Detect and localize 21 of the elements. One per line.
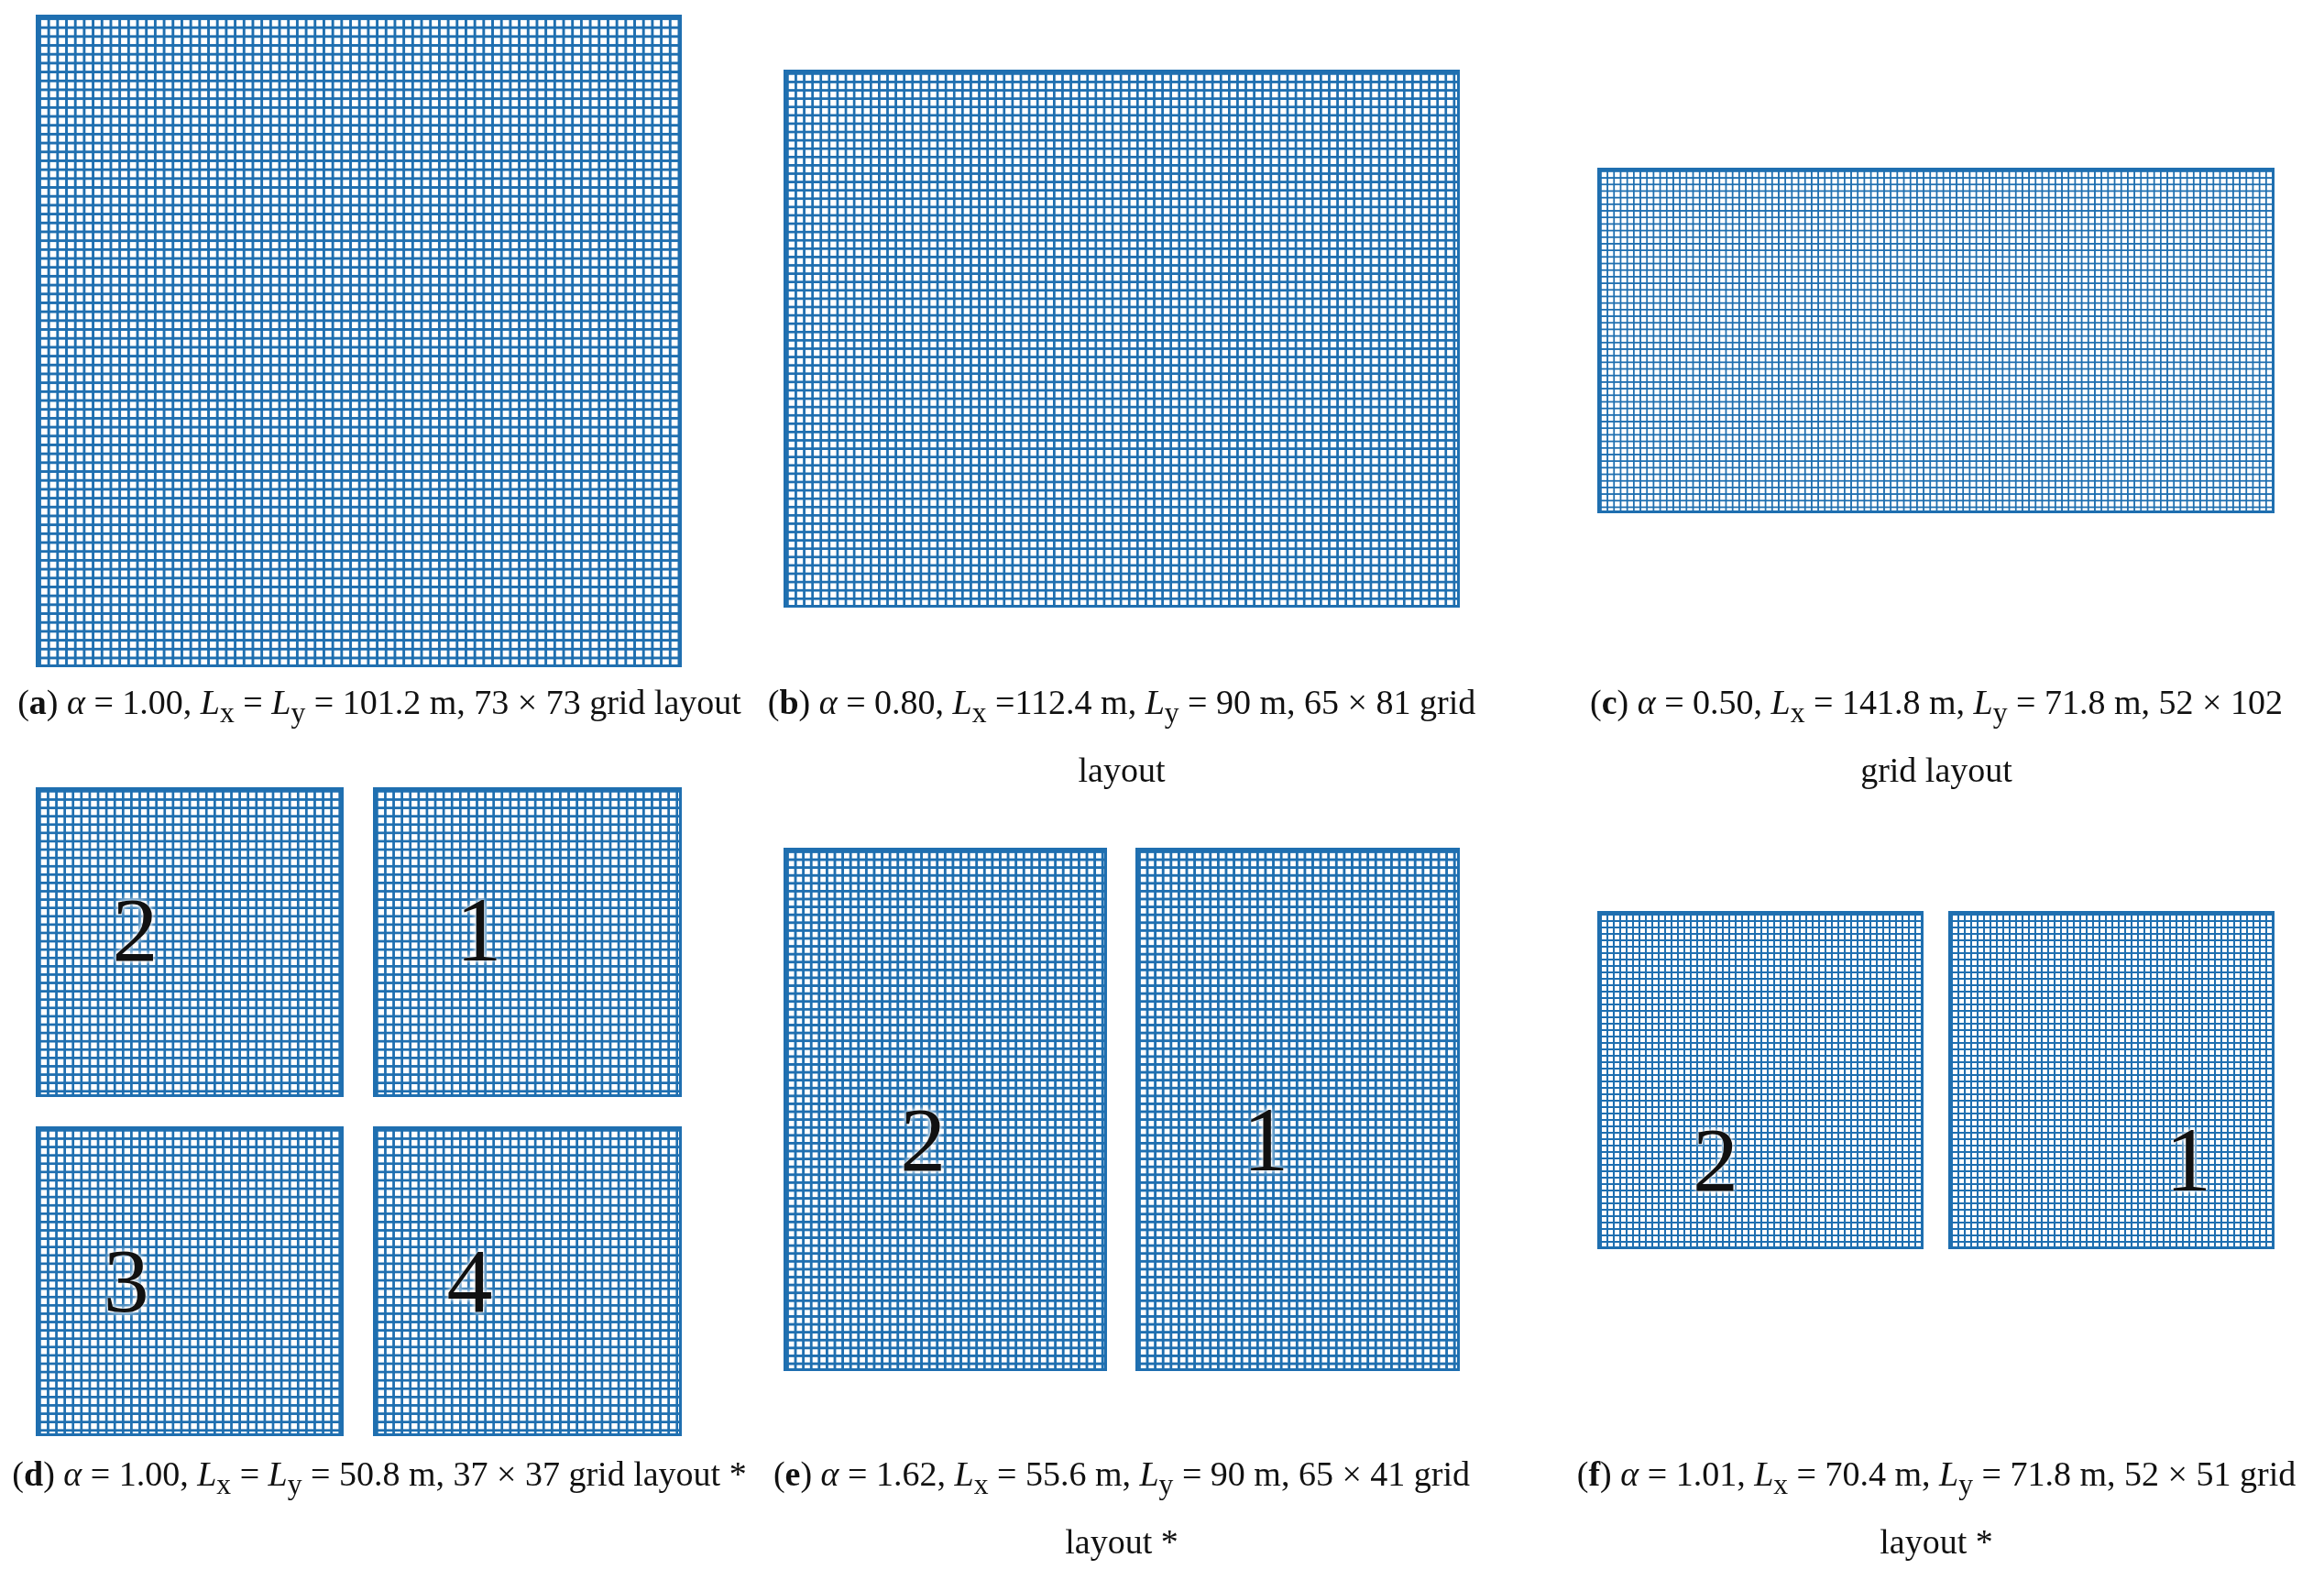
- panel-caption: (c) α = 0.50, L$_{x}$ = 141.8 m, L$_{y}$ = 71.8 m, 52 × 102 grid layout: [1589, 682, 2284, 791]
- panel-number: 1: [455, 883, 502, 976]
- panel-caption: (a) α = 1.00, L$_{x}$ = L$_{y}$ = 101.2 m, 73 × 73 grid layout: [16, 682, 742, 730]
- panel-caption: (b) α = 0.80, L$_{x}$ =112.4 m, L$_{y}$ = 90 m, 65 × 81 grid layout: [766, 682, 1477, 791]
- grid-panel: [1597, 168, 2275, 513]
- panel-number: 1: [1243, 1094, 1289, 1187]
- grid-panel: [1135, 848, 1460, 1371]
- panel-number: 2: [900, 1094, 947, 1187]
- panel-caption: (d) α = 1.00, L$_{x}$ = L$_{y}$ = 50.8 m, 37 × 37 grid layout *: [11, 1454, 748, 1502]
- grid-panel: [784, 70, 1460, 608]
- grid-panel: [36, 1126, 344, 1436]
- panel-caption: (f) α = 1.01, L$_{x}$ = 70.4 m, L$_{y}$ = 71.8 m, 52 × 51 grid layout *: [1575, 1454, 2297, 1563]
- grid-panel: [36, 15, 682, 667]
- grid-panel: [373, 1126, 682, 1436]
- grid-panel: [36, 787, 344, 1097]
- panel-caption: (e) α = 1.62, L$_{x}$ = 55.6 m, L$_{y}$ = 90 m, 65 × 41 grid layout *: [772, 1454, 1472, 1563]
- grid-panel: [1948, 911, 2275, 1249]
- panel-number: 3: [103, 1235, 149, 1327]
- grid-panel: [784, 848, 1107, 1371]
- grid-panel: [1597, 911, 1924, 1249]
- grid-panel: [373, 787, 682, 1097]
